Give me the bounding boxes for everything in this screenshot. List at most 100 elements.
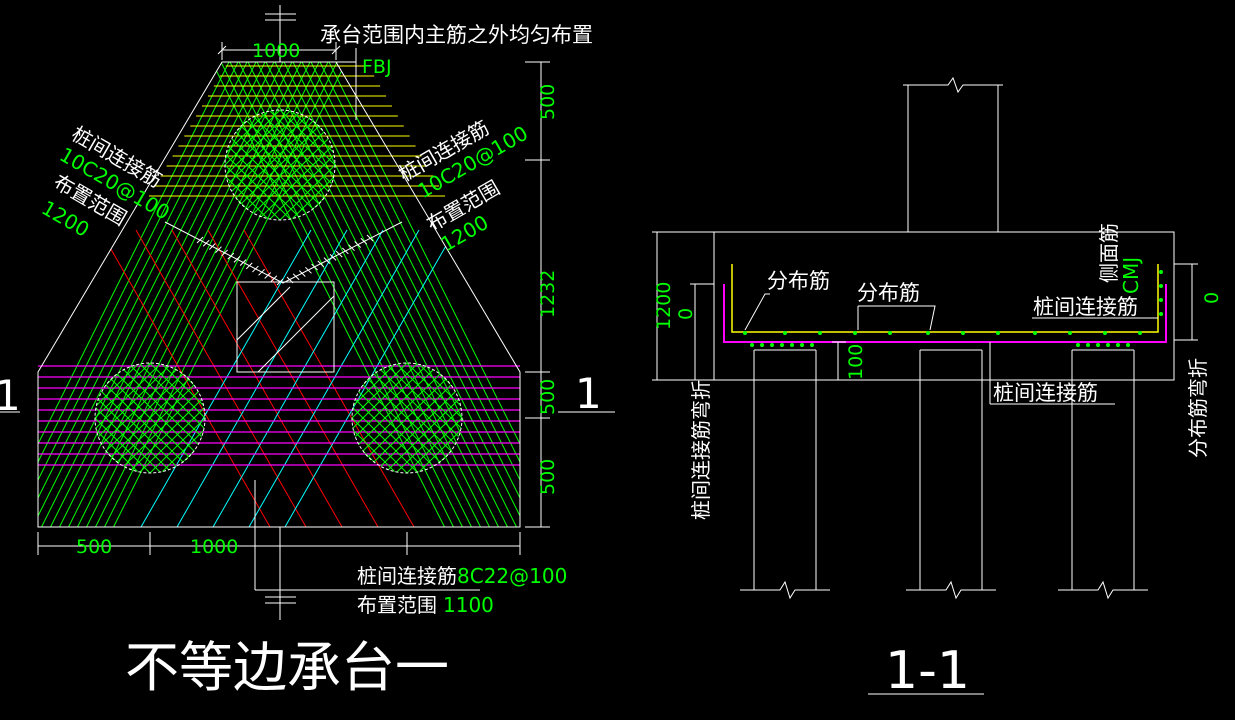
rebar-dot: [1096, 343, 1100, 347]
hatch-line: [352, 363, 401, 473]
green-rebar-line: [38, 62, 316, 527]
horizontal-yellow-rebars: [148, 65, 446, 197]
tick-mark: [348, 244, 355, 252]
hatch-line: [242, 110, 335, 220]
rebar-dot: [888, 331, 892, 335]
rebar-dot: [1116, 343, 1120, 347]
plan-view: 承台范围内主筋之外均匀布置 FBJ 1000 500 1232 500 500 …: [0, 5, 615, 699]
rebar-dot: [1086, 343, 1090, 347]
label-left-vertical: 桩间连接筋弯折: [689, 380, 713, 520]
pile-cap-outline: [37, 61, 521, 528]
rebar-dot: [1159, 284, 1163, 288]
green-rebar-line: [224, 62, 520, 527]
label-cmj: CMJ: [1119, 257, 1143, 294]
distribution-bar-yellow: [731, 264, 1159, 333]
hatch-line: [352, 363, 423, 473]
pile-circle-top: [224, 109, 336, 221]
hatch-line: [95, 363, 144, 473]
hatch-line: [264, 110, 335, 220]
hatch-line: [352, 363, 401, 473]
rebar-dot: [1103, 331, 1107, 335]
tick-mark: [208, 243, 216, 250]
hatch-line: [225, 110, 329, 220]
tick-mark: [354, 241, 362, 248]
green-rebar-line: [41, 62, 343, 527]
hatch-line: [95, 363, 205, 473]
green-rebar-line: [68, 62, 370, 527]
circle-hatch-group: [352, 363, 462, 473]
green-rebar-line: [38, 62, 325, 527]
tick-mark: [239, 259, 247, 266]
tick-mark: [276, 278, 284, 286]
column-outline: [236, 281, 335, 373]
tick-mark: [360, 237, 368, 245]
hatch-line: [123, 363, 205, 473]
pile-link-line-left: [164, 221, 284, 284]
rebar-dot: [750, 343, 754, 347]
hatch-line: [253, 110, 335, 220]
green-rebar-line: [251, 62, 520, 527]
hatch-line: [402, 363, 462, 473]
pile-connection-bar-magenta: [723, 284, 1167, 343]
horizontal-magenta-rebars: [38, 365, 520, 466]
green-rebar-line: [86, 62, 388, 527]
dim-height-1200: 1200: [653, 282, 675, 330]
hatch-line: [225, 110, 285, 220]
rebar-dot: [783, 331, 787, 335]
dim-right-500-top: 500: [537, 84, 559, 120]
dim-right-1232: 1232: [537, 270, 559, 318]
red-rebar-line: [171, 229, 343, 527]
diagonal-red-rebars: [99, 229, 415, 527]
dim-100: 100: [845, 344, 867, 380]
tick-mark: [245, 262, 253, 270]
green-rebar-line: [179, 62, 481, 527]
green-rebar-line: [50, 62, 352, 527]
hatch-line: [225, 110, 307, 220]
tick-mark: [264, 272, 272, 279]
tick-mark: [305, 266, 312, 274]
rebar-dot: [810, 343, 814, 347]
label-side-bar: 侧面筋: [1097, 223, 1121, 283]
hatch-line: [95, 363, 177, 473]
pile-circle-right: [351, 362, 463, 474]
rebar-dot: [743, 331, 747, 335]
rebar-dot: [1159, 270, 1163, 274]
green-rebar-line: [188, 62, 490, 527]
hatch-line: [95, 363, 188, 473]
green-rebar-line: [38, 62, 334, 527]
hatch-line: [391, 363, 462, 473]
rebar-dot: [790, 343, 794, 347]
tick-mark: [221, 249, 228, 257]
green-rebar-line: [197, 62, 499, 527]
hatch-line: [358, 363, 462, 473]
green-rebar-line: [161, 62, 463, 527]
tick-mark: [317, 260, 325, 268]
tick-mark: [286, 276, 294, 284]
rebar-dot: [961, 331, 965, 335]
pile-link-line-right: [282, 221, 403, 284]
hatch-line: [380, 363, 462, 473]
tick-mark: [292, 273, 300, 281]
hatch-line: [225, 110, 296, 220]
rebar-dot: [996, 331, 1000, 335]
hatch-line: [402, 363, 462, 473]
plan-title: 不等边承台一: [125, 636, 449, 699]
tick-mark: [298, 270, 306, 277]
cyan-rebar-line: [212, 229, 384, 527]
hatch-line: [95, 363, 144, 473]
hatch-line: [112, 363, 205, 473]
label-distribution-2: 分布筋: [857, 281, 920, 305]
rebar-dot: [1126, 343, 1130, 347]
dim-right-500-mid: 500: [537, 379, 559, 415]
hatch-line: [352, 363, 456, 473]
tick-mark: [227, 252, 235, 260]
top-note-text: 承台范围内主筋之外均匀布置: [320, 23, 593, 47]
hatch-line: [156, 363, 205, 473]
rebar-dot: [1068, 331, 1072, 335]
rebar-dot: [1076, 343, 1080, 347]
section-mark-left: 1: [0, 371, 21, 420]
rebar-dot: [800, 343, 804, 347]
rebar-dot: [1159, 298, 1163, 302]
